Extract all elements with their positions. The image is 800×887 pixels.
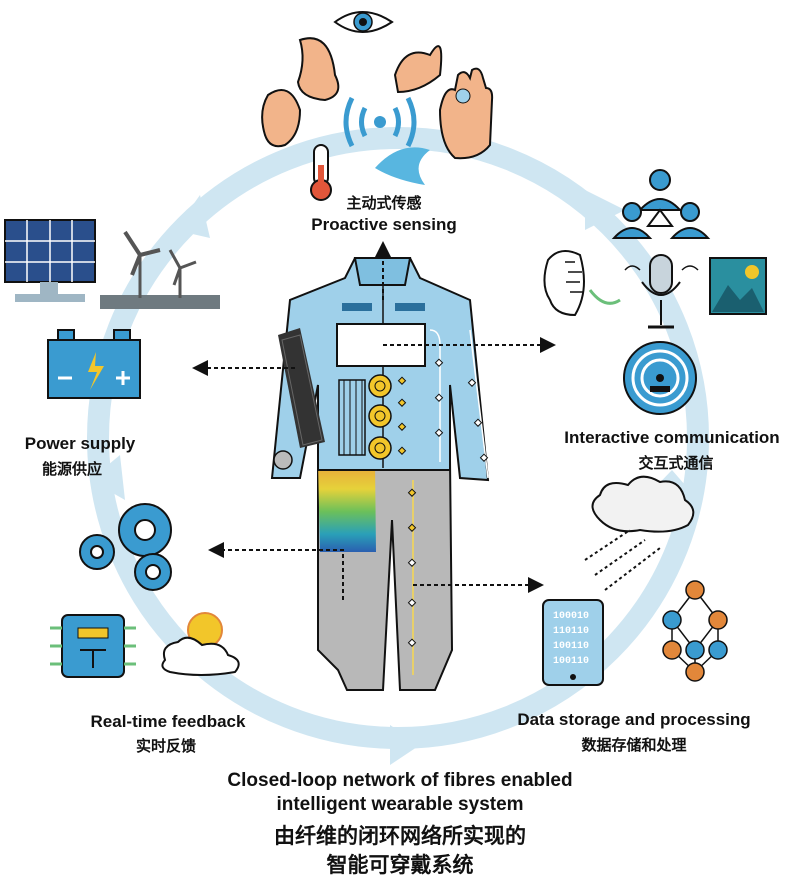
- sun-cloud-icon: [161, 612, 240, 676]
- power-en-label: Power supply: [25, 434, 136, 453]
- fibre-sensor-dots: [397, 358, 489, 647]
- caption-en-line-1: Closed-loop network of fibres enabled: [227, 770, 573, 791]
- wireless-signal-icon: [343, 96, 417, 148]
- communication-en-label: Interactive communication: [564, 428, 779, 447]
- thermometer-icon: [310, 144, 332, 201]
- feedback-cn-label: 实时反馈: [136, 737, 196, 755]
- hand-icon: [438, 67, 494, 160]
- microphone-icon: [624, 254, 699, 329]
- gears-icon: [79, 503, 172, 591]
- binary-readout: 100010 110110 100110 100110: [553, 611, 589, 667]
- eye-icon: [333, 11, 394, 33]
- feedback-en-label: Real-time feedback: [91, 712, 246, 731]
- energy-coils: [368, 374, 392, 460]
- nose-icon: [296, 37, 340, 102]
- binary-line-4: 100110: [553, 656, 589, 667]
- nfc-antenna-icon: [623, 341, 697, 415]
- data-stream-icon: [584, 529, 661, 591]
- garment-pants: [317, 459, 454, 691]
- chip-feedback-icon: [50, 614, 136, 678]
- ear-icon: [261, 89, 302, 148]
- battery-icon: [47, 329, 141, 399]
- communication-cn-label: 交互式通信: [638, 454, 713, 472]
- smart-garment: [270, 257, 490, 691]
- cloud-icon: [591, 475, 695, 533]
- arm-icon: [393, 45, 443, 94]
- caption-en-line-2: intelligent wearable system: [276, 794, 524, 815]
- picture-icon: [709, 257, 767, 315]
- caption-cn-line-1: 由纤维的闭环网络所实现的: [274, 825, 526, 848]
- caption-cn-line-2: 智能可穿戴系统: [326, 854, 474, 877]
- solar-panel-icon: [4, 219, 96, 302]
- neural-network-icon: [662, 580, 728, 682]
- sensing-cn-label: 主动式传感: [346, 194, 421, 212]
- wind-turbine-icon: [100, 230, 220, 309]
- ring-arrowhead-left: [90, 455, 125, 500]
- ring-arrowhead-top-right: [585, 190, 625, 230]
- binary-line-1: 100010: [553, 611, 589, 622]
- storage-en-label: Data storage and processing: [517, 710, 750, 729]
- binary-line-3: 100110: [553, 641, 589, 652]
- storage-cn-label: 数据存储和处理: [581, 736, 686, 754]
- water-splash-icon: [375, 147, 430, 185]
- data-device-icon: [542, 599, 604, 686]
- sensing-en-label: Proactive sensing: [311, 215, 457, 234]
- binary-line-2: 110110: [553, 626, 589, 637]
- people-network-icon: [611, 169, 711, 239]
- ring-arrowhead-bottom: [390, 725, 420, 765]
- brain-interface-icon: [543, 250, 621, 317]
- ring-arrowhead-top-left: [175, 195, 210, 238]
- power-cn-label: 能源供应: [42, 460, 102, 478]
- arrow-to-feedback: [208, 542, 344, 600]
